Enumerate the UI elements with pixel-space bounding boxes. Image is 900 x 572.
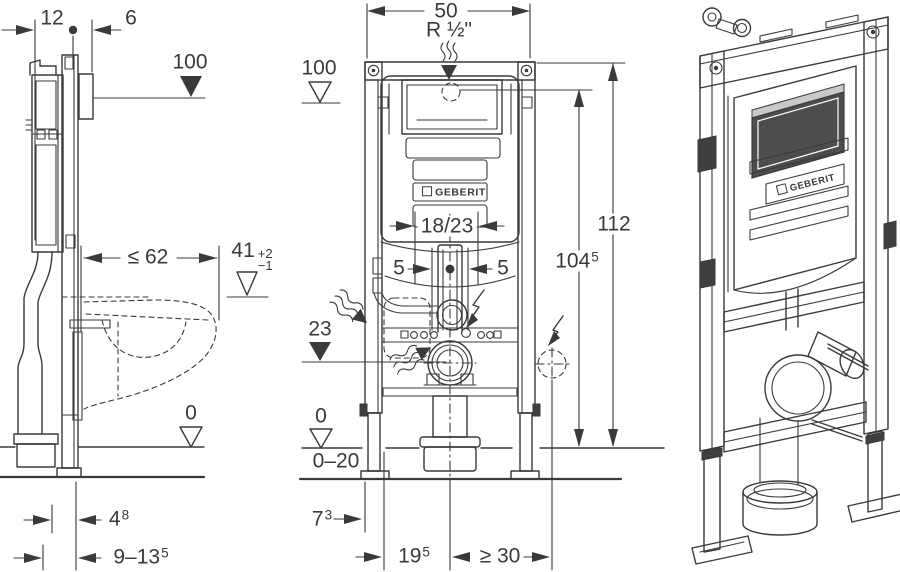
dim-offset-right: 5 xyxy=(497,256,509,280)
front-datum-0-label: 0 xyxy=(315,404,327,428)
dim-plate-depth: 6 xyxy=(125,6,137,30)
side-datum-100-label: 100 xyxy=(172,50,208,74)
dim-plate-offset: 12 xyxy=(40,6,64,30)
supply-thread-label: R ½" xyxy=(426,18,472,42)
dim-outlet-range: 9–135 xyxy=(113,545,169,569)
side-rail xyxy=(56,54,94,478)
iso-drain-socket xyxy=(742,417,818,536)
dim-width: 50 xyxy=(431,0,461,22)
lightning-bolt-icon-outer xyxy=(548,315,564,346)
water-wavy-icon xyxy=(440,40,458,62)
water-flow-arrow-out xyxy=(389,344,431,375)
front-supply-pipe xyxy=(372,257,468,359)
front-dim-offsets xyxy=(407,247,493,331)
iso-valve xyxy=(702,7,752,38)
iso-cistern xyxy=(733,65,857,294)
lightning-bolt-icon-inner xyxy=(466,289,485,328)
front-cistern xyxy=(380,75,520,288)
front-flush-pipe xyxy=(437,213,463,479)
dim-drain-offset: 195 xyxy=(398,544,430,568)
side-view-drawing xyxy=(0,19,269,571)
front-outlet-bend xyxy=(382,340,518,438)
side-wc-bowl-outline xyxy=(61,296,217,413)
dim-total-height: 112 xyxy=(594,213,634,235)
iso-crossbars xyxy=(723,281,867,453)
side-cistern xyxy=(25,59,64,253)
iso-legs xyxy=(691,430,900,565)
side-dim-bowl-depth xyxy=(80,245,220,333)
dim-depth-models: 18/23 xyxy=(417,215,477,237)
side-datum-0-label: 0 xyxy=(185,401,197,425)
dim-socket-clearance: ≥ 30 xyxy=(479,544,521,568)
front-crossmember xyxy=(382,327,518,343)
water-flow-arrow-in xyxy=(329,289,368,324)
side-dims-bottom xyxy=(13,481,102,571)
dim-offset-left: 5 xyxy=(393,256,405,280)
front-floor xyxy=(298,428,665,481)
floor-buildup-range: 0–20 xyxy=(312,449,360,473)
front-dims-bottom xyxy=(333,379,553,571)
geberit-logo-mark xyxy=(422,186,433,197)
front-datum-100 xyxy=(301,81,341,104)
dim-supply-height: 23 xyxy=(308,317,332,341)
dim-connection-height: 1045 xyxy=(552,250,602,272)
front-view-drawing xyxy=(298,3,665,571)
front-datum-supply xyxy=(301,342,447,363)
junction-box-dashed-circle xyxy=(534,347,570,381)
side-datum-rim xyxy=(226,271,269,298)
iso-view-drawing xyxy=(691,7,900,565)
dim-bowl-depth: ≤ 62 xyxy=(124,246,172,268)
geberit-logo-front: GEBERIT xyxy=(422,186,486,198)
geberit-logo-mark xyxy=(775,183,788,196)
front-datum-100-label: 100 xyxy=(301,56,337,80)
supply-connection-marker xyxy=(440,40,593,102)
front-dim-width xyxy=(366,3,531,59)
dim-rim-height: 41+2−1 xyxy=(231,239,273,273)
side-floor xyxy=(0,426,206,479)
side-datum-100 xyxy=(92,76,206,99)
side-fixing-stud xyxy=(69,319,111,421)
front-drain-socket xyxy=(419,436,481,472)
dim-outlet-offset: 48 xyxy=(108,507,130,531)
dim-foot-depth: 73 xyxy=(311,507,333,531)
side-drain-pipe xyxy=(13,251,59,468)
